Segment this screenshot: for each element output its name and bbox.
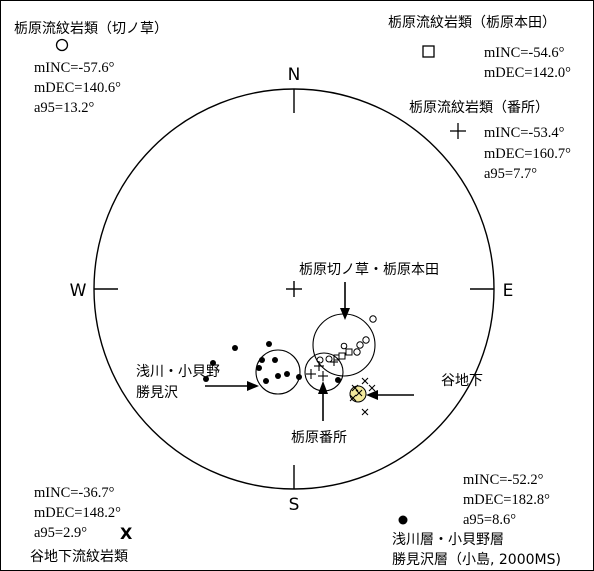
point-asakawa [256, 365, 262, 371]
point-kiri [369, 315, 377, 323]
point-asakawa [266, 341, 272, 347]
point-honda [333, 354, 340, 361]
point-banjo [314, 361, 324, 371]
point-kiri [316, 356, 324, 364]
legend-honda-mdec: mDEC=142.0° [484, 65, 571, 81]
west-label: W [70, 281, 87, 301]
legend-kiri-title: 栃原流紋岩類（切ノ草） [14, 21, 168, 37]
legend-honda-minc: mINC=-54.6° [484, 45, 565, 61]
arrow-asakawa [205, 381, 259, 391]
a95-circle-kiri [312, 313, 376, 377]
point-honda [345, 348, 353, 356]
plus-icon [450, 123, 466, 139]
arrow-yachi [366, 390, 414, 400]
legend-banjo-a95: a95=7.7° [484, 166, 537, 182]
points-kiri [316, 315, 377, 364]
point-kiri [340, 342, 348, 350]
legend-asakawa-a95: a95=8.6° [463, 512, 516, 528]
a95-circle-asakawa [255, 349, 301, 395]
points-yachi [349, 377, 376, 416]
point-yachi [351, 384, 359, 392]
points-banjo [306, 358, 338, 381]
point-asakawa [275, 373, 281, 379]
point-banjo [318, 371, 328, 381]
legend-banjo-title: 栃原流紋岩類（番所） [409, 100, 549, 116]
point-yachi [349, 394, 357, 402]
square-open-icon [422, 45, 435, 58]
annotation-asakawa-1: 浅川・小貝野 [136, 364, 220, 380]
point-asakawa [210, 360, 216, 366]
north-label: N [288, 65, 301, 85]
legend-yachi-minc: mINC=-36.7° [34, 485, 115, 501]
annotation-asakawa-2: 勝見沢 [136, 385, 178, 401]
point-asakawa [272, 357, 278, 363]
legend-kiri-minc: mINC=-57.6° [34, 60, 115, 76]
legend-asakawa-title-2: 勝見沢層（小島, 2000MS) [392, 552, 561, 568]
point-asakawa [335, 377, 341, 383]
point-asakawa [259, 357, 265, 363]
east-label: E [503, 281, 514, 301]
annotation-kiri-honda: 栃原切ノ草・栃原本田 [299, 262, 439, 278]
point-yachi [355, 389, 363, 397]
point-kiri [362, 336, 370, 344]
point-asakawa [203, 376, 209, 382]
legend-kiri-mdec: mDEC=140.6° [34, 80, 121, 96]
legend-asakawa-mdec: mDEC=182.8° [463, 492, 550, 508]
point-kiri [353, 348, 361, 356]
legend-yachi-a95: a95=2.9° [34, 525, 87, 541]
point-yachi [368, 384, 376, 392]
point-yachi [361, 408, 369, 416]
legend-yachi-mdec: mDEC=148.2° [34, 505, 121, 521]
legend-kiri-a95: a95=13.2° [34, 100, 94, 116]
points-asakawa [203, 341, 341, 384]
point-kiri [325, 355, 333, 363]
south-label: S [289, 495, 300, 515]
annotation-yachi: 谷地下 [441, 373, 483, 389]
a95-circle-banjo [304, 352, 344, 392]
legend-yachi-title: 谷地下流紋岩類 [30, 549, 128, 565]
points-honda [333, 348, 353, 361]
point-yachi [361, 377, 369, 385]
legend-banjo-minc: mINC=-53.4° [484, 125, 565, 141]
x-icon: X [120, 524, 133, 543]
point-asakawa [284, 371, 290, 377]
point-kiri [356, 341, 364, 349]
point-banjo [330, 358, 338, 366]
point-asakawa [232, 345, 238, 351]
point-banjo [306, 369, 316, 379]
compass-ticks [94, 89, 494, 489]
legend-honda-title: 栃原流紋岩類（栃原本田） [388, 15, 556, 31]
circle-filled-icon [398, 515, 408, 525]
circle-open-icon [55, 38, 69, 52]
legend-banjo-mdec: mDEC=160.7° [484, 146, 571, 162]
point-asakawa [263, 378, 269, 384]
point-asakawa [296, 374, 302, 380]
legend-asakawa-minc: mINC=-52.2° [463, 472, 544, 488]
annotation-banjo: 栃原番所 [291, 430, 347, 446]
legend-asakawa-title-1: 浅川層・小貝野層 [392, 532, 504, 548]
